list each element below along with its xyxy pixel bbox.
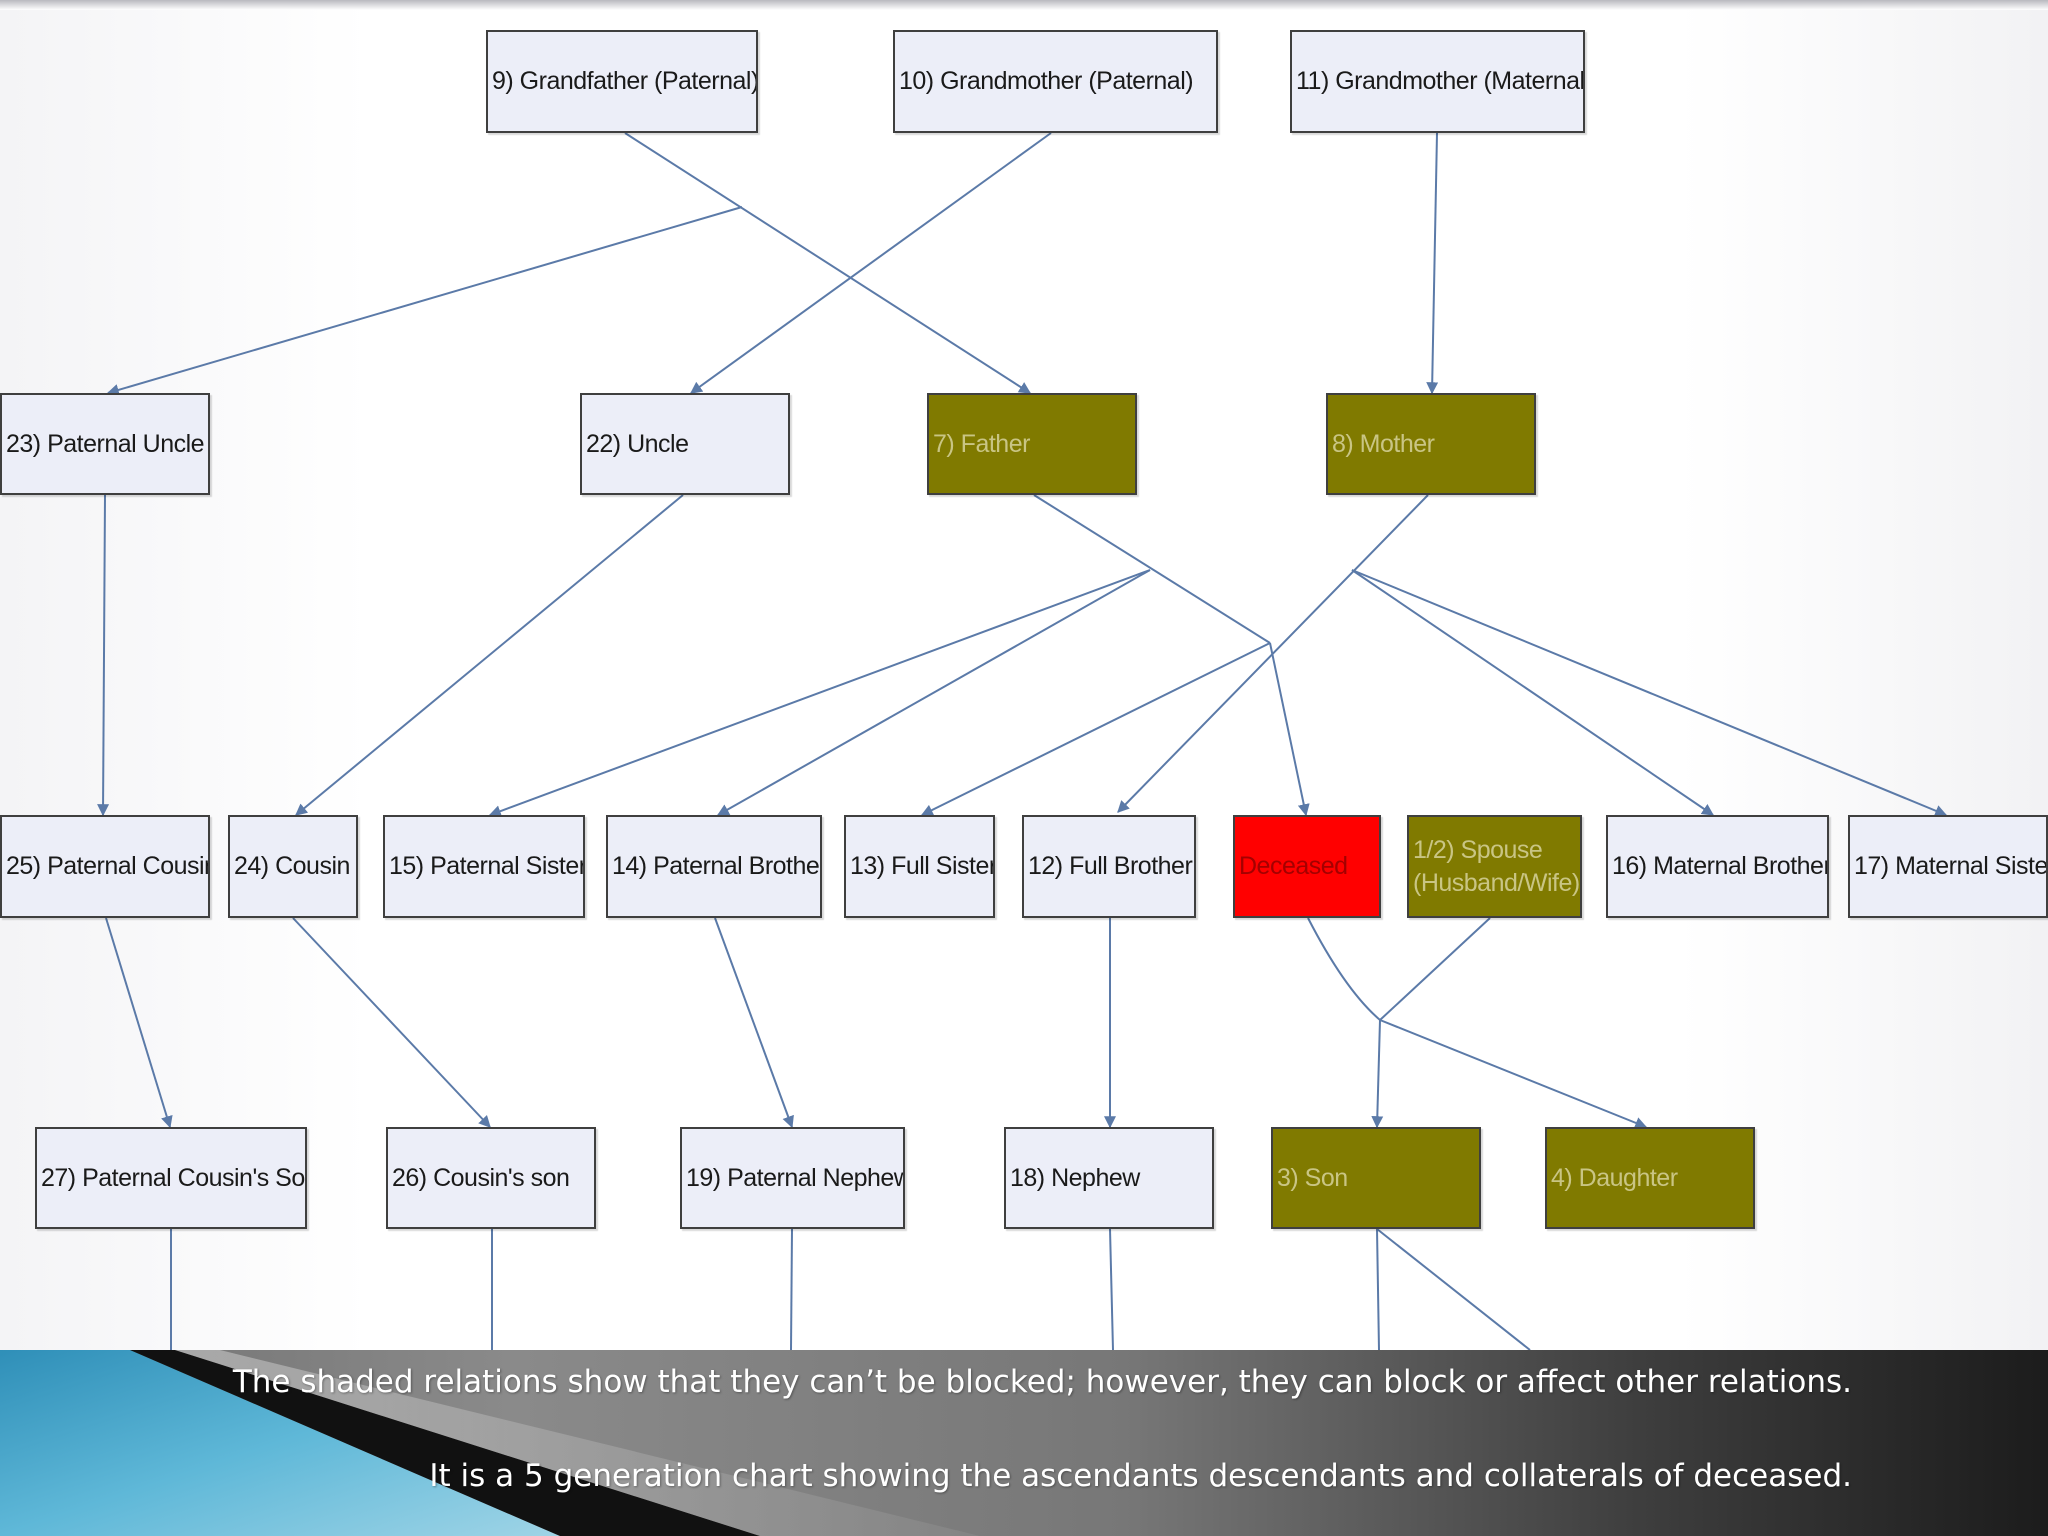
node-deceased: Deceased [1233, 815, 1381, 918]
link-junction-daughter [1379, 1019, 1648, 1129]
node-maternal-sister: 17) Maternal Sister [1848, 815, 2048, 918]
node-father: 7) Father [927, 393, 1137, 495]
node-paternal-nephew: 19) Paternal Nephew [680, 1127, 905, 1229]
link-mother-maternal-brother [1351, 569, 1714, 816]
node-label: 22) Uncle [586, 429, 689, 458]
node-maternal-brother: 16) Maternal Brother [1606, 815, 1829, 918]
node-grandmother-maternal: 11) Grandmother (Maternal) [1290, 30, 1585, 133]
node-label: 16) Maternal Brother [1612, 852, 1829, 880]
node-label: 18) Nephew [1010, 1163, 1140, 1192]
node-spouse: 1/2) Spouse (Husband/Wife) [1407, 815, 1582, 918]
link-junction-deceased [1269, 642, 1310, 817]
link-continue-5 [1376, 1228, 1380, 1350]
node-paternal-sister: 15) Paternal Sister [383, 815, 585, 918]
node-label: 7) Father [933, 429, 1030, 458]
node-label: Deceased [1239, 852, 1348, 880]
node-label: 25) Paternal Cousin [6, 852, 210, 880]
link-paternal-brother-nephew [714, 917, 794, 1129]
node-mother: 8) Mother [1326, 393, 1536, 495]
link-grandfather-father [624, 132, 1032, 394]
node-daughter: 4) Daughter [1545, 1127, 1755, 1229]
node-label: 14) Paternal Brother [612, 852, 822, 880]
node-label: 9) Grandfather (Paternal) [492, 67, 758, 95]
link-junction-son [1371, 1019, 1384, 1129]
node-label-line-2: (Husband/Wife) [1413, 868, 1580, 897]
node-full-brother: 12) Full Brother [1022, 815, 1196, 918]
node-full-sister: 13) Full Sister [844, 815, 995, 918]
node-cousin: 24) Cousin [228, 815, 358, 918]
node-label: 24) Cousin [234, 852, 350, 880]
node-label: 4) Daughter [1551, 1163, 1678, 1192]
node-paternal-cousins-son: 27) Paternal Cousin's Son [35, 1127, 307, 1229]
family-relations-diagram: 9) Grandfather (Paternal) 10) Grandmothe… [0, 0, 2048, 1350]
link-uncle-cousin [295, 494, 684, 816]
link-spouse-junction [1379, 917, 1491, 1021]
node-label: 13) Full Sister [850, 852, 995, 880]
node-paternal-cousin: 25) Paternal Cousin [0, 815, 210, 918]
link-deceased-junction [1307, 917, 1381, 1021]
node-grandmother-paternal: 10) Grandmother (Paternal) [893, 30, 1218, 133]
node-grandfather-paternal: 9) Grandfather (Paternal) [486, 30, 758, 133]
node-nephew: 18) Nephew [1004, 1127, 1214, 1229]
link-father-down [1033, 494, 1271, 644]
caption-shaded-relations: The shaded relations show that they can’… [232, 1364, 1852, 1400]
node-label: 23) Paternal Uncle [6, 429, 205, 458]
node-son: 3) Son [1271, 1127, 1481, 1229]
link-cousin-son [292, 917, 491, 1128]
link-junction-paternal-uncle [106, 206, 743, 396]
link-mother-maternal-sister [1351, 569, 1948, 817]
link-junction-full-sister [920, 642, 1271, 816]
node-label: 11) Grandmother (Maternal) [1296, 67, 1585, 95]
link-grandmother-maternal-mother [1426, 132, 1439, 395]
node-label: 17) Maternal Sister [1854, 852, 2048, 880]
node-paternal-brother: 14) Paternal Brother [606, 815, 822, 918]
node-label: 8) Mother [1332, 429, 1435, 458]
caption-bar: The shaded relations show that they can’… [0, 1350, 2048, 1536]
link-continue-4 [1109, 1228, 1114, 1350]
link-paternal-uncle-cousin [97, 494, 110, 817]
node-uncle: 22) Uncle [580, 393, 790, 495]
caption-generation-chart: It is a 5 generation chart showing the a… [429, 1458, 1852, 1494]
link-father-paternal-brother [716, 569, 1151, 816]
node-label: 19) Paternal Nephew [686, 1163, 905, 1192]
node-label: 3) Son [1277, 1163, 1348, 1192]
link-continue-6 [1376, 1228, 1531, 1350]
node-label: 26) Cousin's son [392, 1163, 570, 1192]
node-label: 10) Grandmother (Paternal) [899, 67, 1194, 95]
link-father-paternal-sister [488, 569, 1151, 817]
node-label-line-1: 1/2) Spouse [1413, 835, 1543, 864]
node-label: 12) Full Brother [1028, 852, 1193, 880]
link-continue-3 [790, 1228, 793, 1350]
link-paternal-cousin-son [105, 917, 173, 1129]
link-grandmother-paternal-uncle [690, 132, 1052, 394]
node-label: 15) Paternal Sister [389, 852, 585, 880]
decorative-swoosh [0, 1350, 980, 1536]
node-paternal-uncle: 23) Paternal Uncle [0, 393, 210, 495]
node-label: 27) Paternal Cousin's Son [41, 1163, 307, 1192]
node-cousins-son: 26) Cousin's son [386, 1127, 596, 1229]
connector-lines [97, 132, 1948, 1350]
